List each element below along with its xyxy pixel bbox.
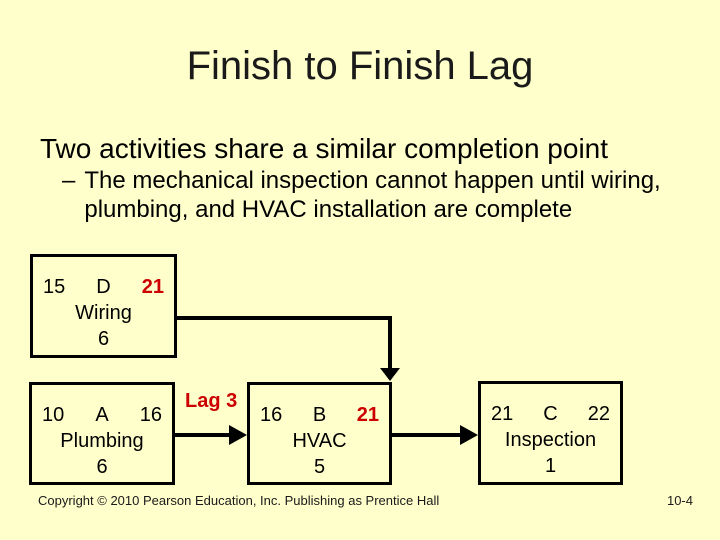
node-letter: A (95, 404, 109, 426)
node-values-row: 10 A 16 (42, 402, 162, 428)
node-values-row: 15 D 21 (43, 274, 164, 300)
arrowhead-right-icon (229, 425, 247, 445)
arrowhead-down-icon (380, 368, 400, 381)
activity-node-plumbing: 10 A 16 Plumbing 6 (29, 382, 175, 485)
footer-page-number: 10-4 (666, 493, 693, 508)
node-right-value: 21 (141, 276, 164, 298)
node-duration: 1 (544, 455, 557, 477)
node-right-value: 22 (587, 403, 610, 425)
node-left-value: 10 (42, 404, 65, 426)
node-values-row: 16 B 21 (260, 402, 379, 428)
connector-wiring-horizontal (177, 316, 392, 320)
lag-label: Lag 3 (185, 390, 238, 412)
bullet-sub-text: The mechanical inspection cannot happen … (84, 167, 661, 223)
node-letter: B (312, 404, 327, 426)
node-letter: C (543, 403, 558, 425)
slide-title: Finish to Finish Lag (186, 44, 534, 88)
node-duration: 6 (96, 456, 108, 478)
node-left-value: 21 (491, 403, 514, 425)
node-duration: 5 (313, 456, 326, 478)
node-right-value: 21 (356, 404, 379, 426)
node-activity-name: Wiring (75, 302, 132, 324)
activity-node-inspection: 21 C 22 Inspection 1 (478, 381, 623, 485)
arrowhead-right-icon (460, 425, 478, 445)
activity-node-wiring: 15 D 21 Wiring 6 (30, 254, 177, 358)
node-activity-name: Plumbing (60, 430, 144, 452)
node-right-value: 16 (139, 404, 162, 426)
node-activity-name: Inspection (504, 429, 597, 451)
bullet-main: Two activities share a similar completio… (40, 133, 609, 164)
bullet-sub-dash: – (62, 167, 76, 194)
bullet-sub: – The mechanical inspection cannot happe… (62, 166, 692, 224)
node-values-row: 21 C 22 (491, 401, 610, 427)
connector-hvac-inspection (392, 433, 462, 437)
node-duration: 6 (97, 328, 110, 350)
footer-copyright: Copyright © 2010 Pearson Education, Inc.… (38, 493, 440, 508)
node-left-value: 15 (43, 276, 66, 298)
node-left-value: 16 (260, 404, 283, 426)
node-letter: D (96, 276, 111, 298)
connector-plumbing-hvac (175, 433, 231, 437)
node-activity-name: HVAC (292, 430, 347, 452)
activity-node-hvac: 16 B 21 HVAC 5 (247, 382, 392, 485)
connector-wiring-vertical (388, 316, 392, 369)
